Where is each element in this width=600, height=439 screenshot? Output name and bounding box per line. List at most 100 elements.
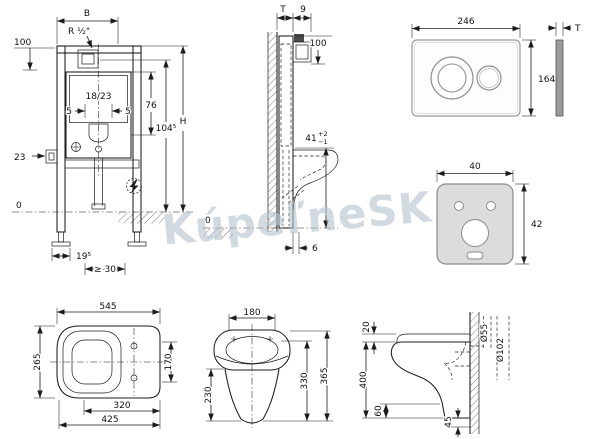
- dim-mat-height: 42: [515, 183, 544, 265]
- insulation-mat-view: 40 42: [436, 161, 544, 265]
- water-inlet-box: [77, 49, 99, 69]
- floor-hatch: [118, 212, 165, 224]
- frame-right-rail: [132, 45, 142, 233]
- watermark: KúpeľneSK: [160, 182, 434, 254]
- actuator-plate-view: 246 164 T: [411, 16, 582, 117]
- dim-45-label: 45: [444, 416, 454, 427]
- dim-inlet-left-label: 23: [14, 153, 25, 163]
- dim-bolt-span: 320: [83, 400, 161, 429]
- dim-bowl-length: 545: [56, 301, 161, 324]
- dim-180-label: 180: [243, 308, 260, 318]
- dim-min30-label: ≥ 30: [94, 265, 116, 275]
- seat-bolt-marks: [231, 336, 273, 342]
- dim-total-height: H: [141, 45, 188, 212]
- dim-170-label: 170: [164, 353, 174, 370]
- dim-frame-width: B: [56, 8, 119, 44]
- outlet-flange: [91, 203, 106, 210]
- side-floor-zero-label: 0: [205, 216, 211, 226]
- dim-front-left-height: 230: [203, 368, 241, 422]
- frame-cross-bar: [64, 159, 140, 169]
- bowl-outline-side: [390, 341, 471, 419]
- dim-42-label: 42: [531, 220, 542, 230]
- flush-button-large: [430, 56, 474, 100]
- dim-outline-span: 425: [58, 400, 160, 429]
- dim-9-label: 9: [300, 5, 306, 15]
- dim-H-label: H: [180, 117, 187, 127]
- dim-frame-width-label: B: [84, 9, 90, 19]
- dim-bowl-height-side: 400: [358, 342, 445, 419]
- dim-545-label: 545: [99, 302, 116, 312]
- dim-flush-pipe-label: Ø55: [479, 324, 490, 343]
- actuator-rod: [294, 34, 304, 42]
- dim-side-100-label: 100: [309, 39, 326, 49]
- dim-drain-pipe-label: Ø102: [495, 338, 506, 362]
- dim-6-label: 6: [312, 244, 318, 254]
- dim-bottom-offset: 60: [373, 404, 440, 418]
- frame-top-bar: [56, 45, 142, 54]
- gap-right-label: 5: [125, 107, 131, 117]
- frame-left-foot: [51, 241, 71, 247]
- dim-height-mid: 104⁵: [100, 59, 178, 212]
- bowl-outline-top: [56, 325, 161, 399]
- gap-left-label: 5: [66, 107, 72, 117]
- dim-half-width: 170: [162, 341, 177, 383]
- dim-plate-T-label: T: [574, 24, 581, 34]
- dim-bowl-width: 265: [32, 325, 55, 399]
- mat-slot: [466, 251, 484, 260]
- dim-top-offset-label: 100: [14, 38, 31, 48]
- dim-320-label: 320: [113, 401, 130, 411]
- flush-bell: [88, 123, 109, 143]
- cistern-frame-front-view: B R ½" 100 18/23 5 5 23: [12, 8, 196, 276]
- flush-button-small: [476, 65, 502, 91]
- cistern-frame-side-view: T 9 100 41 +2 −1 6: [203, 4, 339, 255]
- dim-cistern-height: 76: [131, 71, 158, 136]
- cistern-depth-label: 18/23: [86, 92, 112, 102]
- dim-265-label: 265: [33, 353, 43, 370]
- cistern-hidden-outline: [280, 43, 292, 147]
- dim-frame-depth: T 9: [276, 4, 312, 32]
- dim-246-label: 246: [457, 17, 474, 27]
- flush-plate-side-view: [555, 39, 564, 117]
- left-inlet-box: [45, 149, 58, 164]
- dim-min-clearance: ≥ 30: [84, 263, 126, 276]
- dim-T-label: T: [279, 5, 286, 15]
- mat-drain-hole: [461, 219, 489, 247]
- inlet-thread-label: R ½": [68, 27, 90, 37]
- seat-side-profile: [396, 333, 470, 343]
- floor-zero-label: 0: [16, 201, 22, 211]
- dim-front-right-height: 365: [290, 330, 331, 421]
- frame-right-foot: [127, 241, 147, 247]
- dim-40-label: 40: [469, 162, 481, 172]
- dim-164-label: 164: [538, 75, 555, 85]
- dim-wall-offset: 45: [443, 408, 470, 437]
- dim-425-label: 425: [101, 415, 118, 425]
- dim-inlet-left: 23: [13, 152, 45, 164]
- dim-plate-width: 246: [411, 16, 521, 38]
- mount-hole-bottom: [130, 374, 138, 382]
- dim-330-label: 330: [300, 372, 310, 389]
- dim-seat-thickness: 20: [361, 320, 397, 354]
- dim-top-offset: 100: [13, 37, 55, 71]
- flush-unit-box: [292, 41, 312, 63]
- lightning-icon: [129, 179, 139, 194]
- bowl-opening-front: [225, 336, 279, 364]
- wall-hatch-right: [470, 312, 479, 434]
- mount-hole-top: [130, 342, 138, 350]
- dim-1045-label: 104⁵: [156, 124, 177, 134]
- bowl-opening: [71, 339, 113, 385]
- dim-365-label: 365: [320, 367, 330, 384]
- frame-left-rail: [56, 45, 66, 233]
- side-floor-hatch: [203, 228, 233, 239]
- dim-front-mid-height: 330: [263, 340, 333, 422]
- dim-41-tol-minus: −1: [318, 138, 328, 146]
- dim-rim-height: 41 +2 −1: [295, 129, 334, 228]
- dim-foot-depth: 19⁵: [51, 248, 93, 263]
- dim-side-gaps: 5 5: [65, 104, 132, 118]
- dim-41-label: 41: [305, 134, 316, 144]
- dim-76-label: 76: [145, 101, 157, 111]
- dim-side-top-offset: 100: [295, 35, 332, 65]
- dim-60-label: 60: [374, 405, 384, 417]
- dim-front-top-width: 180: [228, 307, 276, 330]
